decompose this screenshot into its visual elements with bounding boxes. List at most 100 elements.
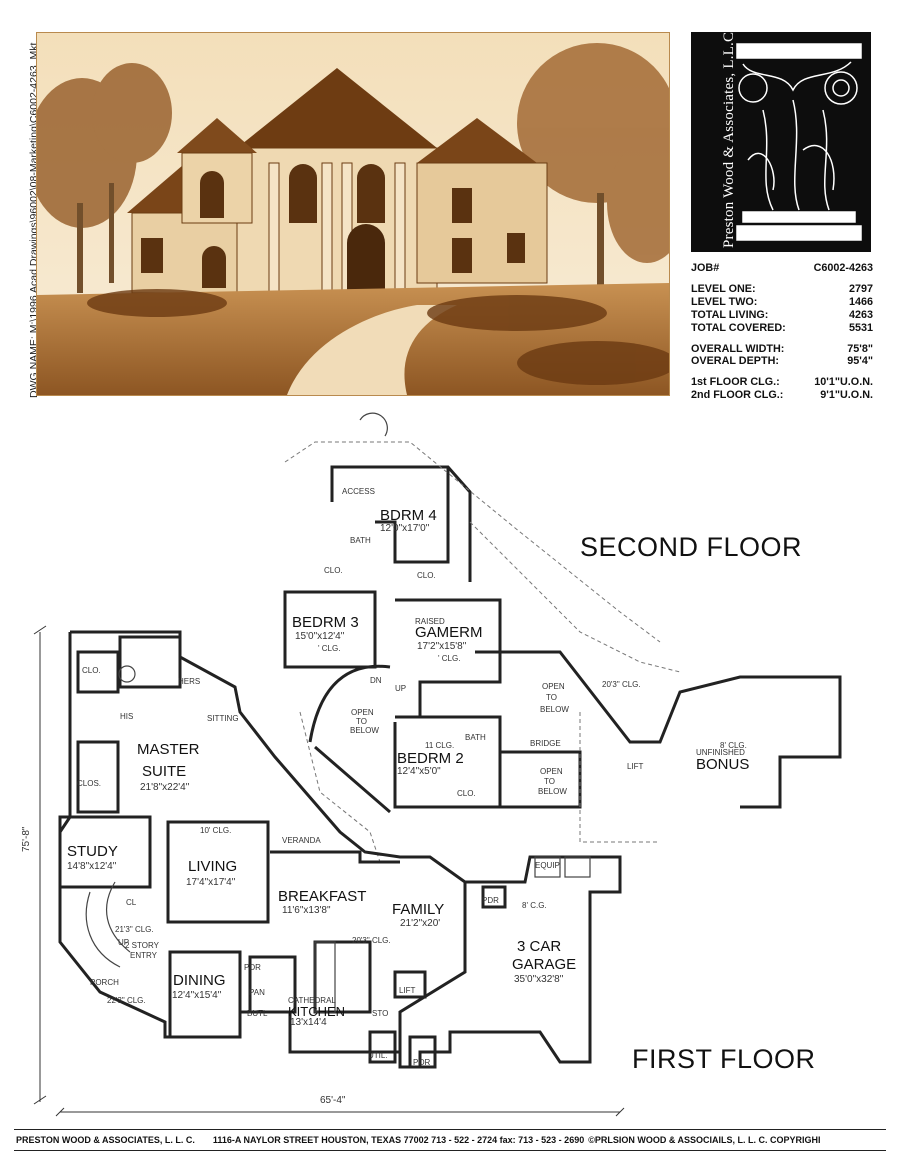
room-gamerm-pre: RAISED bbox=[415, 617, 445, 626]
spec-total-living: TOTAL LIVING:4263 bbox=[691, 308, 873, 321]
room-study-dim: 14'8"x12'4" bbox=[67, 861, 117, 872]
floor-plan: SECOND FLOOR FIRST FLOOR BDRM 4 12'0"x17… bbox=[20, 412, 880, 1124]
overall-dim-vertical: 75'-8" bbox=[21, 826, 32, 852]
footer-company: PRESTON WOOD & ASSOCIATES, L. L. C. bbox=[16, 1135, 195, 1145]
room-family-dim: 21'2"x20' bbox=[400, 918, 441, 929]
room-master-dim: 21'8"x22'4" bbox=[140, 782, 190, 793]
room-entry-name2: ENTRY bbox=[130, 951, 157, 960]
room-garage-name2: GARAGE bbox=[512, 956, 577, 973]
lift-second-label: LIFT bbox=[627, 762, 644, 771]
open-below-3-a: OPEN bbox=[540, 767, 563, 776]
house-rendering-art bbox=[27, 33, 687, 395]
spec-level-one: LEVEL ONE:2797 bbox=[691, 282, 873, 295]
house-body bbox=[127, 68, 548, 294]
room-kitchen-dim: 13'x14'4 bbox=[290, 1017, 327, 1028]
room-breakfast-name: BREAKFAST bbox=[278, 888, 367, 905]
open-below-2-b: TO bbox=[546, 693, 557, 702]
room-gamerm-note: ' CLG. bbox=[438, 654, 461, 663]
hers-label: HERS bbox=[178, 677, 201, 686]
room-garage-dim: 35'0"x32'8" bbox=[514, 974, 564, 985]
project-specs: JOB#C6002-4263 LEVEL ONE:2797 LEVEL TWO:… bbox=[691, 262, 873, 402]
room-bonus-pre: UNFINISHED bbox=[696, 748, 745, 757]
room-bdrm2-dim: 12'4"x5'0" bbox=[397, 766, 441, 777]
clo-master-label: CLO. bbox=[82, 666, 101, 675]
up-label-2nd: UP bbox=[395, 684, 407, 693]
left-trees bbox=[27, 63, 172, 293]
footer-bar: PRESTON WOOD & ASSOCIATES, L. L. C. 1116… bbox=[14, 1129, 886, 1151]
logo-brand: Preston Wood & Associates, L.L.C. bbox=[691, 28, 737, 252]
spec-job: JOB#C6002-4263 bbox=[691, 262, 873, 274]
up-label-1st: UP bbox=[118, 938, 130, 947]
room-garage-note: 8' C.G. bbox=[522, 901, 547, 910]
spec-total-covered: TOTAL COVERED:5531 bbox=[691, 321, 873, 334]
access-label: ACCESS bbox=[342, 487, 375, 496]
open-dim-label: 20'3" CLG. bbox=[602, 680, 641, 689]
open-below-2-c: BELOW bbox=[540, 705, 569, 714]
room-bonus-name: BONUS bbox=[696, 756, 750, 773]
pan-label: PAN bbox=[249, 988, 265, 997]
room-bdrm4-dim: 12'0"x17'0" bbox=[380, 523, 430, 534]
overall-dim-horizontal: 65'-4" bbox=[320, 1095, 346, 1106]
room-gamerm-dim: 17'2"x15'8" bbox=[417, 641, 467, 652]
dn-label: DN bbox=[370, 676, 382, 685]
room-study-name: STUDY bbox=[67, 843, 118, 860]
pdr-garage-label: PDR bbox=[482, 896, 499, 905]
room-bdrm4-name: BDRM 4 bbox=[380, 507, 437, 524]
spec-first-floor-clg: 1st FLOOR CLG.:10'1"U.O.N. bbox=[691, 376, 873, 389]
porch-label: PORCH bbox=[90, 978, 119, 987]
room-gamerm-name: GAMERM bbox=[415, 624, 483, 641]
room-family-note: 20'3" CLG. bbox=[352, 936, 391, 945]
cl-label: CL bbox=[126, 898, 137, 907]
room-entry-name1: 2 STORY bbox=[125, 941, 159, 950]
bath-label-2: BATH bbox=[465, 733, 486, 742]
room-living-name: LIVING bbox=[188, 858, 238, 875]
room-garage-name1: 3 CAR bbox=[517, 938, 562, 955]
veranda-label: VERANDA bbox=[282, 836, 321, 845]
right-trees bbox=[517, 43, 687, 313]
room-kitchen-name: KITCHEN bbox=[288, 1004, 346, 1019]
room-family-name: FAMILY bbox=[392, 901, 445, 918]
corinthian-capital-icon bbox=[736, 43, 862, 241]
open-below-1-b: TO bbox=[356, 717, 367, 726]
room-living-note: 10' CLG. bbox=[200, 826, 232, 835]
bridge-label: BRIDGE bbox=[530, 739, 561, 748]
room-breakfast-dim: 11'6"x13'8" bbox=[282, 905, 331, 916]
equip-label: EQUIP. bbox=[535, 861, 562, 870]
room-dining-name: DINING bbox=[173, 972, 226, 989]
room-bdrm3-dim: 15'0"x12'4" bbox=[295, 631, 345, 642]
room-dining-dim: 12'4"x15'4" bbox=[172, 990, 222, 1001]
room-entry-note: 21'3" CLG. bbox=[115, 925, 154, 934]
floor-plan-lines bbox=[33, 412, 842, 1117]
spec-overall-width: OVERALL WIDTH:75'8" bbox=[691, 342, 873, 355]
room-bdrm3-note: ' CLG. bbox=[318, 644, 341, 653]
open-below-3-b: TO bbox=[544, 777, 555, 786]
open-below-1-c: BELOW bbox=[350, 726, 379, 735]
spec-overall-depth: OVERAL DEPTH:95'4" bbox=[691, 355, 873, 368]
clo-label-2: CLO. bbox=[457, 789, 476, 798]
room-kitchen-pre: CATHEDRAL bbox=[288, 996, 336, 1005]
room-bonus-note: 8' CLG. bbox=[720, 741, 747, 750]
footer-address: 1116-A NAYLOR STREET HOUSTON, TEXAS 7700… bbox=[212, 1135, 585, 1145]
drawing-name-note: DWG NAME: M:\1996 Acad Drawings\96002\08… bbox=[14, 20, 40, 400]
his-label: HIS bbox=[120, 712, 134, 721]
util-label: UTIL. bbox=[368, 1051, 388, 1060]
clo-label-4: CLO. bbox=[417, 571, 436, 580]
second-floor-title: SECOND FLOOR bbox=[580, 532, 803, 562]
sitting-label: SITTING bbox=[207, 714, 239, 723]
house-rendering bbox=[27, 32, 687, 396]
open-below-3-c: BELOW bbox=[538, 787, 567, 796]
room-bdrm2-note: 11 CLG. bbox=[425, 741, 455, 750]
footer-copyright: ©PRLSION WOOD & ASSOCIAILS, L. L. C. COP… bbox=[588, 1135, 821, 1145]
room-living-dim: 17'4"x17'4" bbox=[186, 877, 236, 888]
pdr-label: PDR bbox=[244, 963, 261, 972]
room-master-name1: MASTER bbox=[137, 741, 200, 758]
clo-label-3: CLO. bbox=[324, 566, 343, 575]
spec-second-floor-clg: 2nd FLOOR CLG.:9'1"U.O.N. bbox=[691, 389, 873, 402]
open-below-1-a: OPEN bbox=[351, 708, 374, 717]
bath-label-4: BATH bbox=[350, 536, 371, 545]
clos-label: CLOS. bbox=[77, 779, 102, 788]
room-master-name2: SUITE bbox=[142, 763, 187, 780]
spec-level-two: LEVEL TWO:1466 bbox=[691, 295, 873, 308]
por-label: POR bbox=[413, 1058, 431, 1067]
first-floor-title: FIRST FLOOR bbox=[632, 1044, 816, 1074]
